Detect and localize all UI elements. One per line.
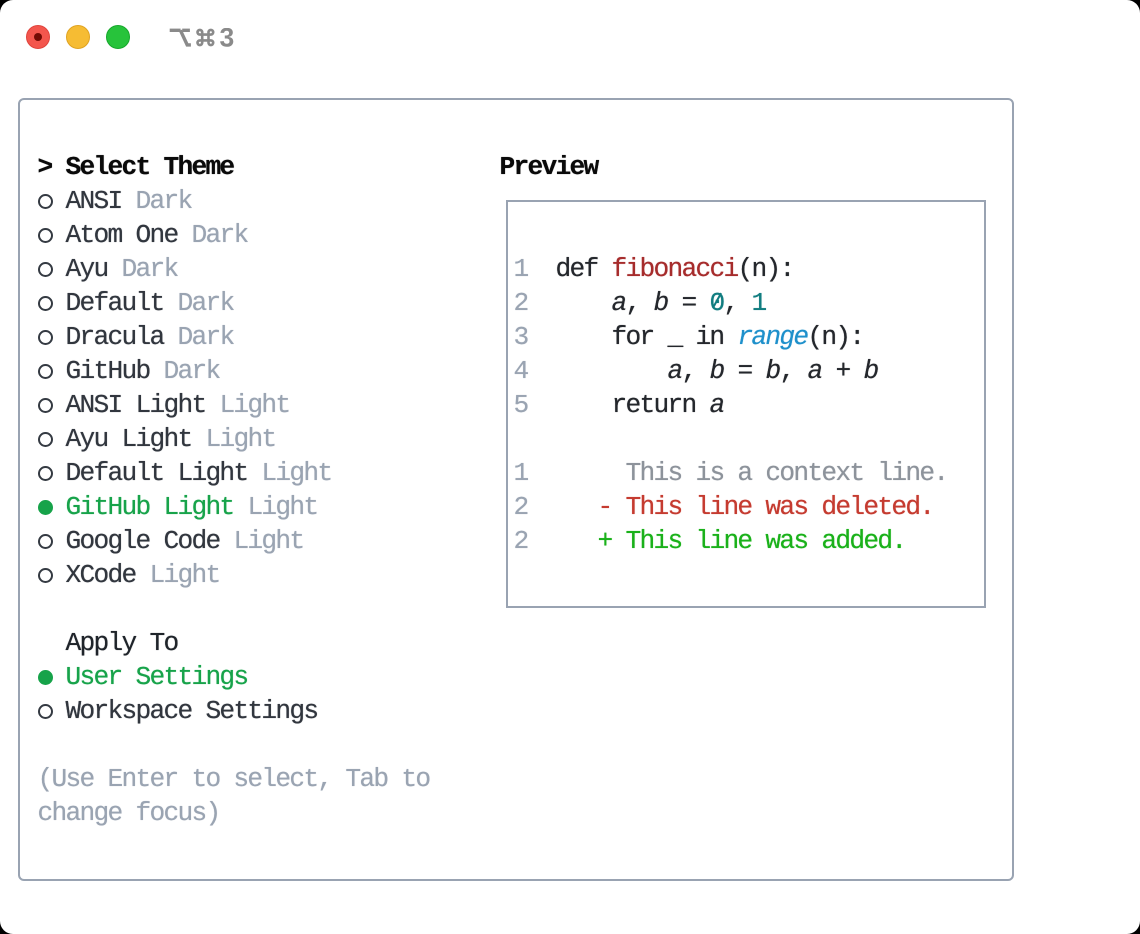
svg-text:3: 3 xyxy=(219,28,234,50)
